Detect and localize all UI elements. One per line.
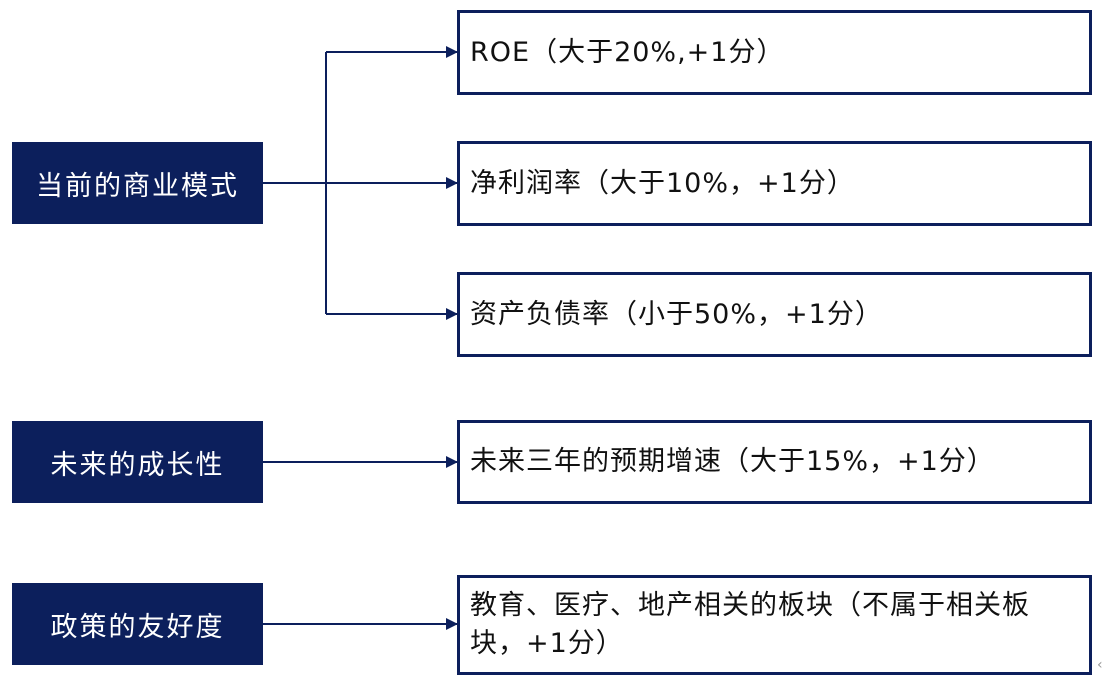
category-business-model-label: 当前的商业模式 <box>36 170 239 202</box>
criterion-policy: 教育、医疗、地产相关的板块（不属于相关板块，+1分） <box>457 575 1092 675</box>
category-growth-label: 未来的成长性 <box>50 449 225 481</box>
criterion-growth: 未来三年的预期增速（大于15%，+1分） <box>457 420 1092 504</box>
criterion-growth-text: 未来三年的预期增速（大于15%，+1分） <box>470 446 995 477</box>
criterion-net-margin: 净利润率（大于10%，+1分） <box>457 141 1092 226</box>
corner-arrow-glyph: ‹ <box>1097 657 1103 673</box>
criterion-roe: ROE（大于20%,+1分） <box>457 10 1092 95</box>
criterion-policy-text: 教育、医疗、地产相关的板块（不属于相关板块，+1分） <box>470 590 1030 659</box>
criterion-net-margin-text: 净利润率（大于10%，+1分） <box>470 167 855 199</box>
criterion-debt-ratio: 资产负债率（小于50%，+1分） <box>457 272 1092 357</box>
category-policy: 政策的友好度 <box>12 583 263 665</box>
criterion-debt-ratio-text: 资产负债率（小于50%，+1分） <box>470 298 883 330</box>
category-business-model: 当前的商业模式 <box>12 142 263 224</box>
criterion-roe-text: ROE（大于20%,+1分） <box>470 36 785 68</box>
category-policy-label: 政策的友好度 <box>50 611 225 643</box>
category-growth: 未来的成长性 <box>12 421 263 503</box>
